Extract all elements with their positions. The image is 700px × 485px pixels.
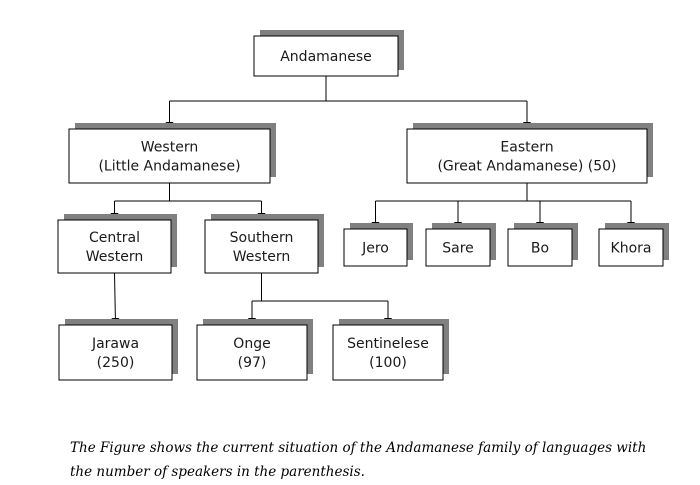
node-jero: Jero	[343, 223, 413, 267]
edge-line	[111, 272, 120, 325]
node-label: Jero	[361, 241, 389, 257]
node-label: Eastern	[500, 140, 553, 156]
node-label: Khora	[611, 241, 652, 257]
node-eastern: Eastern (Great Andamanese) (50)	[406, 123, 653, 184]
edge-southern-western	[248, 273, 392, 325]
edge-western	[110, 183, 266, 220]
node-box	[507, 228, 573, 267]
node-label: Andamanese	[280, 49, 372, 65]
node-khora: Khora	[598, 223, 669, 267]
node-label: Western	[86, 249, 143, 265]
node-box	[196, 324, 308, 381]
node-label: Southern	[230, 230, 294, 246]
edge-eastern	[371, 183, 635, 229]
node-box	[332, 324, 444, 381]
node-box	[343, 228, 408, 267]
node-box	[68, 128, 271, 184]
node-jarawa: Jarawa (250)	[58, 319, 178, 381]
node-label: (Great Andamanese) (50)	[437, 159, 616, 175]
node-sentinelese: Sentinelese (100)	[332, 319, 449, 381]
node-label: Jarawa	[91, 336, 139, 352]
node-box	[598, 228, 664, 267]
node-box	[406, 128, 648, 184]
node-bo: Bo	[507, 223, 578, 267]
node-label: Onge	[233, 336, 270, 352]
node-label: (Little Andamanese)	[98, 159, 240, 175]
node-label: Western	[233, 249, 290, 265]
node-label: (97)	[238, 355, 267, 371]
node-label: (100)	[369, 355, 407, 371]
node-label: (250)	[97, 355, 135, 371]
node-label: Western	[141, 140, 198, 156]
node-label: Central	[89, 230, 140, 246]
node-label: Sare	[442, 241, 474, 257]
edge-central-western	[111, 272, 120, 325]
node-label: Sentinelese	[347, 336, 429, 352]
figure-caption: The Figure shows the current situation o…	[70, 436, 680, 484]
node-sare: Sare	[425, 223, 496, 267]
node-box	[253, 35, 399, 77]
node-western: Western (Little Andamanese)	[68, 123, 276, 184]
node-box	[204, 219, 319, 274]
edge-andamanese	[165, 76, 531, 129]
node-box	[425, 228, 491, 267]
node-box	[58, 324, 173, 381]
node-onge: Onge (97)	[196, 319, 313, 381]
node-andamanese: Andamanese	[253, 30, 404, 77]
node-box	[57, 219, 172, 274]
caption-line-1: The Figure shows the current situation o…	[70, 440, 647, 456]
node-label: Bo	[531, 241, 549, 257]
caption-line-2: the number of speakers in the parenthesi…	[70, 464, 365, 480]
